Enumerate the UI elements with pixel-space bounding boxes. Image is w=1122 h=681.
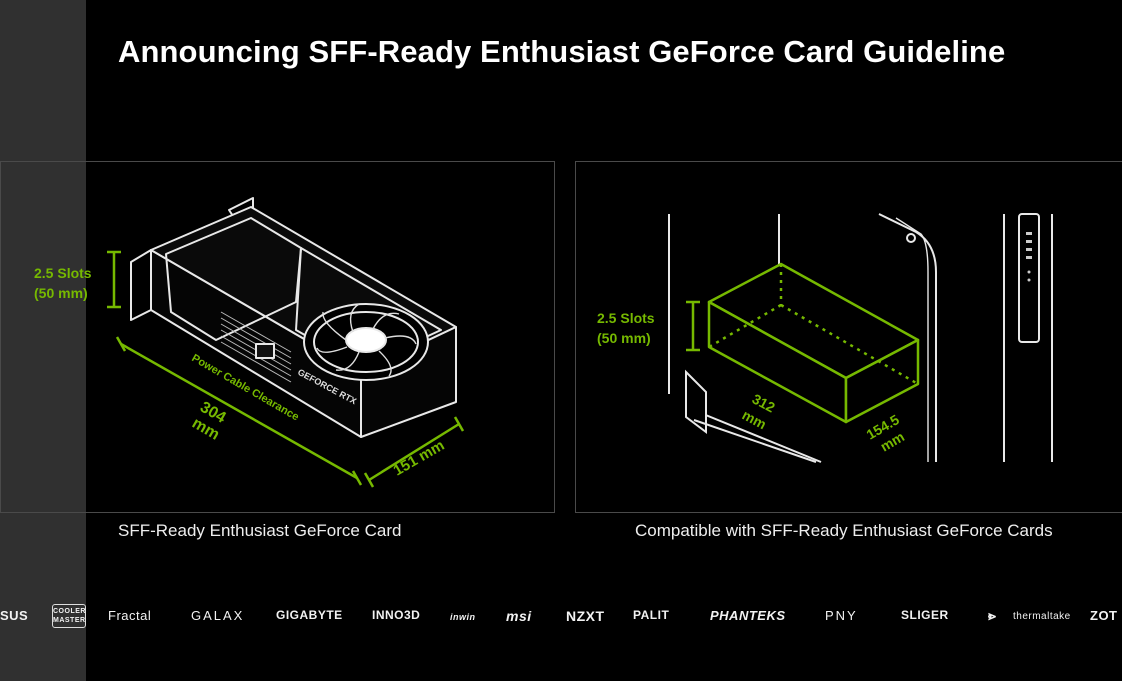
partner-logo-thermaltake: thermaltake	[1013, 611, 1071, 622]
slots-label: 2.5 Slots	[597, 310, 655, 326]
slots-mm-label: (50 mm)	[34, 285, 88, 301]
slots-dimension-marker	[107, 250, 121, 309]
partner-logo-galax: GALAX	[191, 608, 245, 623]
gpu-card-body	[130, 197, 457, 438]
partner-logo-asus: SUS	[0, 608, 29, 623]
partner-logo-msi: msi	[506, 608, 532, 624]
slots-label: 2.5 Slots	[34, 265, 92, 281]
gpu-clearance-box	[707, 262, 920, 424]
thermaltake-icon: ⩺	[988, 607, 997, 623]
sff-card-diagram-panel: 2.5 Slots (50 mm)	[0, 161, 555, 513]
slots-mm-label: (50 mm)	[597, 330, 651, 346]
partner-logo-inwin: inwin	[450, 612, 476, 622]
case-io-dots	[1026, 232, 1032, 282]
width-dimension-marker	[363, 416, 465, 488]
partner-logo-inno3d: INNO3D	[372, 608, 421, 622]
case-frame	[668, 213, 1053, 463]
partner-logo-pny: PNY	[825, 608, 858, 623]
slots-dimension-marker	[686, 300, 700, 352]
page-title: Announcing SFF-Ready Enthusiast GeForce …	[118, 34, 1006, 69]
partner-logo-phanteks: PHANTEKS	[710, 608, 786, 623]
compatible-case-diagram-panel: 2.5 Slots (50 mm) 312 mm 154.5 mm	[575, 161, 1122, 513]
partner-logo-sliger: SLIGER	[901, 608, 949, 622]
right-panel-caption: Compatible with SFF-Ready Enthusiast GeF…	[635, 521, 1053, 540]
partner-logo-cooler-master: COOLER MASTER	[52, 604, 86, 628]
partner-logo-gigabyte: GIGABYTE	[276, 608, 343, 622]
width-label: 151 mm	[391, 437, 448, 480]
partner-logo-fractal: Fractal	[108, 608, 152, 623]
left-edge-strip	[0, 0, 86, 681]
left-panel-caption: SFF-Ready Enthusiast GeForce Card	[118, 521, 402, 540]
partner-logo-nzxt: NZXT	[566, 608, 605, 624]
partner-logo-zotac: ZOT	[1090, 608, 1118, 623]
gpu-card-illustration: 2.5 Slots (50 mm)	[34, 197, 465, 488]
case-compatibility-illustration: 2.5 Slots (50 mm) 312 mm 154.5 mm	[597, 213, 1053, 463]
length-dimension-marker	[115, 336, 363, 486]
partner-logo-palit: PALIT	[633, 608, 670, 622]
